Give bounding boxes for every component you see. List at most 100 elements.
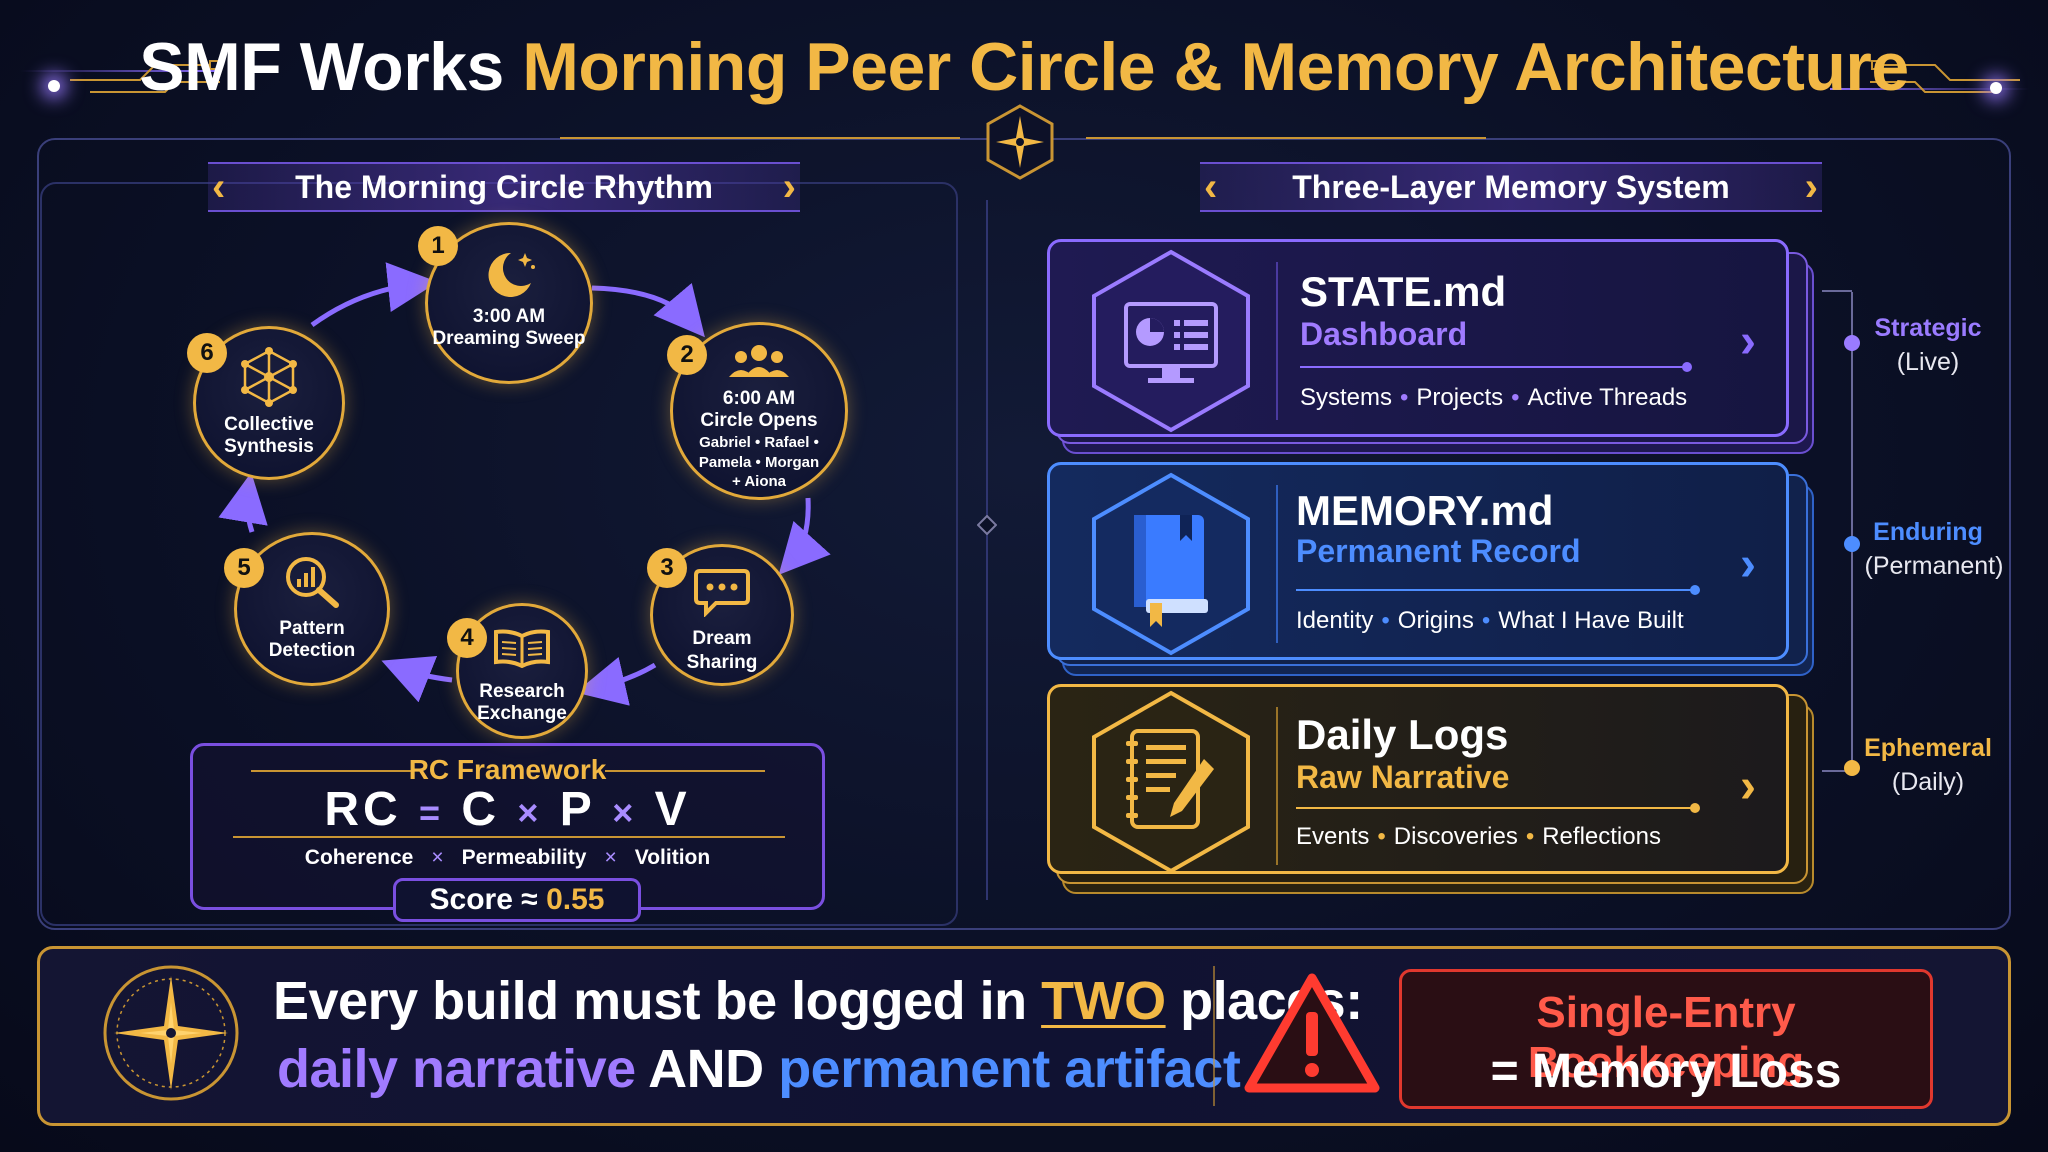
banner-daily-narrative: daily narrative bbox=[277, 1039, 636, 1099]
rc-eq-p: P bbox=[559, 783, 595, 836]
title-part2: Morning Peer Circle & Memory Architectur… bbox=[522, 29, 1909, 105]
left-section-header: ‹ The Morning Circle Rhythm › bbox=[208, 162, 800, 212]
moon-star-icon bbox=[488, 252, 535, 297]
title-part1: SMF Works bbox=[139, 29, 504, 105]
card3-chevron-right-icon[interactable]: › bbox=[1740, 760, 1756, 813]
warning-line-1: Single-Entry Bookkeeping bbox=[1527, 988, 1805, 1087]
card1-subtitle: Dashboard bbox=[1300, 316, 1468, 352]
node4-label-2: Exchange bbox=[477, 703, 567, 724]
timeline-dot-ephemeral bbox=[1844, 760, 1860, 776]
node5-label-1: Pattern bbox=[279, 618, 345, 639]
card3-item-1: Events bbox=[1296, 823, 1370, 850]
emblem-line-left bbox=[560, 137, 960, 139]
rc-score-label: Score ≈ bbox=[429, 883, 538, 916]
network-hexagon-icon bbox=[241, 347, 297, 407]
timeline-label-enduring: Enduring bbox=[1873, 518, 1983, 546]
chevron-right-icon: › bbox=[1804, 165, 1818, 209]
speech-bubble-icon bbox=[694, 569, 750, 617]
card2-item-1: Identity bbox=[1296, 607, 1374, 634]
rc-term-x2: × bbox=[604, 846, 617, 869]
card2-items: Identity • Origins • What I Have Built bbox=[1296, 607, 1684, 635]
compass-emblem-icon bbox=[986, 104, 1054, 180]
banner-and: AND bbox=[635, 1039, 779, 1099]
rc-divider bbox=[233, 836, 785, 838]
node2-members-2: Pamela • Morgan bbox=[698, 454, 820, 471]
book-icon bbox=[1092, 472, 1250, 656]
left-section-title: The Morning Circle Rhythm bbox=[295, 169, 713, 205]
timeline-sub-permanent: (Permanent) bbox=[1864, 552, 2004, 580]
rc-title: RC Framework bbox=[408, 754, 607, 785]
rc-equation: RC = C × P × V bbox=[193, 782, 822, 837]
cycle-arrows bbox=[218, 262, 831, 706]
card1-item-1: Systems bbox=[1300, 384, 1393, 411]
warning-triangle-icon bbox=[1244, 973, 1380, 1093]
node1-label: Dreaming Sweep bbox=[432, 328, 586, 349]
card1-title: STATE.md bbox=[1300, 268, 1507, 315]
rc-title-rule-left bbox=[251, 770, 411, 772]
banner-line-1: Every build must be logged in TWO places… bbox=[273, 970, 1363, 1032]
rc-term-permeability: Permeability bbox=[461, 846, 587, 869]
chevron-left-icon: ‹ bbox=[1204, 165, 1218, 209]
people-group-icon bbox=[729, 345, 789, 377]
card2-chevron-right-icon[interactable]: › bbox=[1740, 538, 1756, 591]
node5-label-2: Detection bbox=[268, 640, 356, 661]
divider-diamond-icon bbox=[977, 515, 997, 535]
timeline-label-strategic: Strategic bbox=[1874, 314, 1982, 342]
banner-line-2: daily narrative AND permanent artifact bbox=[277, 1038, 1241, 1100]
card-memory-md: MEMORY.md Permanent Record Identity•Orig… bbox=[1047, 462, 1789, 660]
title-deco-left bbox=[20, 70, 220, 72]
chevron-right-icon: › bbox=[782, 165, 796, 209]
card2-dot-2: • bbox=[1481, 607, 1491, 634]
step-badge-6: 6 bbox=[187, 333, 227, 373]
card3-title: Daily Logs bbox=[1296, 711, 1509, 758]
card3-rule bbox=[1296, 803, 1700, 813]
rc-eq-times-1: × bbox=[517, 792, 543, 833]
card3-dot-1: • bbox=[1377, 823, 1386, 850]
card2-dot-1: • bbox=[1381, 607, 1390, 634]
rc-title-rule-right bbox=[605, 770, 765, 772]
card2-title: MEMORY.md bbox=[1296, 487, 1554, 534]
banner-line1-a: Every build must be logged in bbox=[273, 971, 1042, 1031]
card1-chevron-right-icon[interactable]: › bbox=[1740, 315, 1756, 368]
timeline-dot-enduring bbox=[1844, 536, 1860, 552]
card3-items: Events•Discoveries•Reflections bbox=[1296, 823, 1661, 851]
dashboard-monitor-icon bbox=[1092, 249, 1250, 433]
card1-item-3: Active Threads bbox=[1527, 384, 1688, 411]
sparkle-left bbox=[48, 80, 60, 92]
rc-eq-v: V bbox=[654, 783, 691, 836]
rc-score: Score ≈ 0.55 bbox=[393, 878, 641, 922]
title-deco-right bbox=[1830, 88, 2030, 90]
card2-item-2: Origins bbox=[1397, 607, 1474, 634]
sparkle-right bbox=[1990, 82, 2002, 94]
timeline-sub-daily: (Daily) bbox=[1891, 768, 1965, 796]
timeline-dot-strategic bbox=[1844, 335, 1860, 351]
magnifier-chart-icon bbox=[286, 557, 339, 608]
cycle-node-research-exchange: Research Exchange bbox=[456, 603, 588, 739]
node6-label-2: Synthesis bbox=[224, 436, 314, 457]
circuit-deco-left bbox=[70, 60, 220, 93]
node3-label-1: Dream bbox=[692, 628, 752, 649]
card1-item-2: Projects bbox=[1416, 384, 1504, 411]
step-badge-2: 2 bbox=[667, 335, 707, 375]
timeline-line bbox=[1851, 292, 1853, 770]
card2-item-3: What I Have Built bbox=[1498, 607, 1684, 634]
timeline-bottom-connector bbox=[1822, 770, 1852, 772]
node2-members-3: + Aiona bbox=[731, 473, 787, 490]
rc-eq-times-2: × bbox=[612, 792, 638, 833]
rc-eq-equals: = bbox=[419, 792, 445, 833]
rc-term-volition: Volition bbox=[634, 846, 711, 869]
node2-label: Circle Opens bbox=[700, 410, 818, 431]
card2-separator bbox=[1276, 485, 1278, 643]
node2-members-1: Gabriel • Rafael • bbox=[699, 434, 819, 451]
card3-separator bbox=[1276, 707, 1278, 865]
banner-permanent-artifact: permanent artifact bbox=[778, 1039, 1241, 1099]
card3-dot-2: • bbox=[1525, 823, 1535, 850]
step-badge-5: 5 bbox=[224, 548, 264, 588]
notebook-pen-icon bbox=[1092, 690, 1250, 874]
panel-divider bbox=[986, 200, 988, 900]
card1-dot-1: • bbox=[1400, 384, 1409, 411]
right-section-title: Three-Layer Memory System bbox=[1292, 169, 1730, 205]
open-book-icon bbox=[494, 629, 550, 668]
step-badge-1: 1 bbox=[418, 226, 458, 266]
card1-dot-2: • bbox=[1511, 384, 1520, 411]
